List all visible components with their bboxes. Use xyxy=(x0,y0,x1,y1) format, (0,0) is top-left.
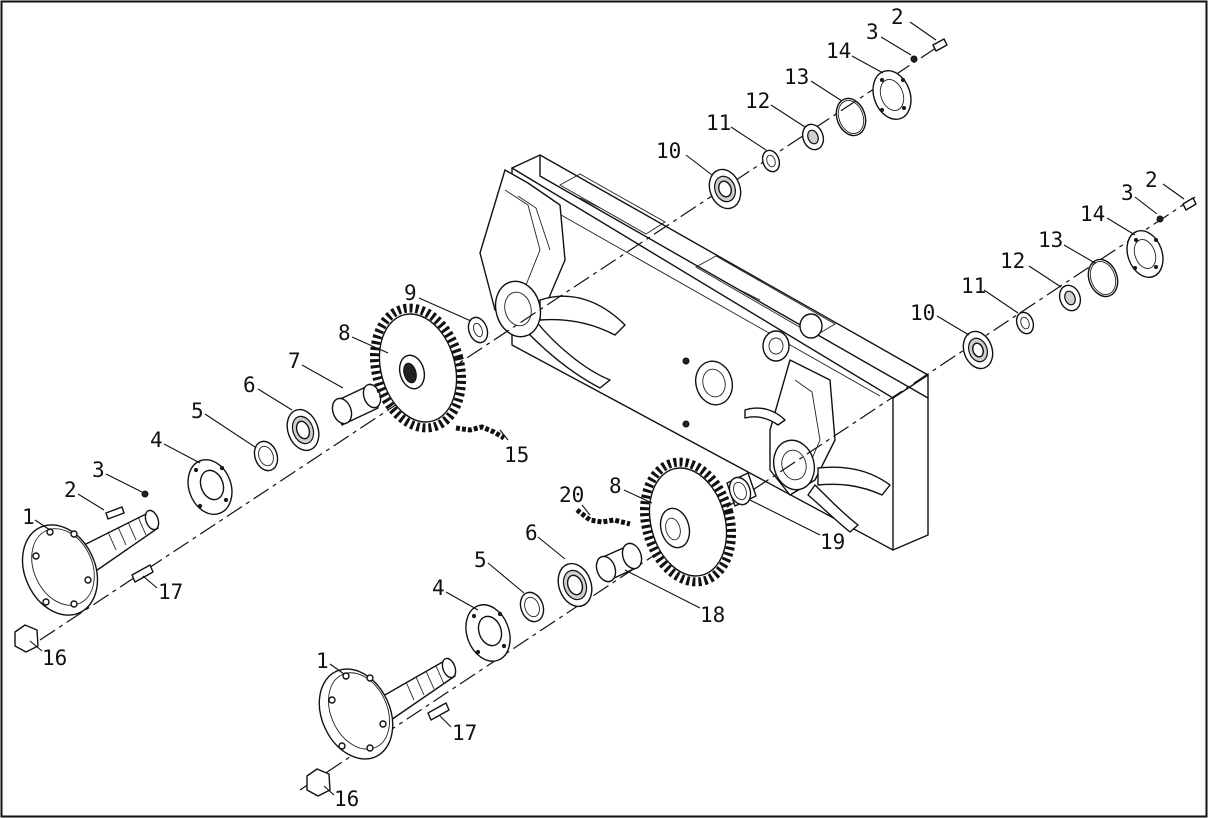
spacer-18 xyxy=(595,542,643,583)
bolt-2b xyxy=(932,38,948,52)
callout-numbers: 1 2 3 4 5 6 7 8 9 15 16 17 1 4 5 6 8 20 … xyxy=(22,5,1158,811)
callout-part-1: 1 xyxy=(316,649,329,673)
o-ring-13b xyxy=(1087,258,1119,298)
callout-part-11: 11 xyxy=(961,274,986,298)
callout-part-3: 3 xyxy=(92,458,105,482)
end-cap-14b xyxy=(1126,230,1164,278)
callout-part-3: 3 xyxy=(866,20,879,44)
washer-3c xyxy=(1156,215,1164,223)
bearing-10b xyxy=(962,330,994,370)
chaincase-housing xyxy=(479,154,929,551)
washer-3a xyxy=(141,490,149,498)
bearing-10a xyxy=(708,168,742,210)
callout-part-12: 12 xyxy=(1000,249,1025,273)
callout-part-2: 2 xyxy=(64,478,77,502)
lock-nut-12b xyxy=(1058,284,1082,312)
wheel-nut-16a xyxy=(14,624,39,653)
leader-lines xyxy=(29,21,1185,796)
bearing-6a xyxy=(286,408,320,452)
bearing-retainer-4b xyxy=(465,604,511,662)
bolt-2c xyxy=(1182,197,1197,211)
callout-part-6: 6 xyxy=(525,521,538,545)
spacer-19 xyxy=(726,472,757,507)
callout-part-2: 2 xyxy=(1145,168,1158,192)
callout-part-7: 7 xyxy=(288,349,301,373)
o-ring-13a xyxy=(835,97,867,137)
lock-washer-11b xyxy=(1015,311,1035,335)
end-cap-14a xyxy=(872,70,912,120)
callout-part-17: 17 xyxy=(158,580,183,604)
callout-part-13: 13 xyxy=(1038,228,1063,252)
thrust-washer-9 xyxy=(467,316,489,344)
sprocket-8a xyxy=(369,303,467,433)
axle-shaft-1b xyxy=(318,657,457,760)
assembly-axes xyxy=(39,41,1196,791)
seal-5b xyxy=(519,591,545,623)
callout-part-14: 14 xyxy=(1080,202,1105,226)
wheel-nut-16b xyxy=(306,768,331,797)
callout-part-6: 6 xyxy=(243,373,256,397)
callout-part-13: 13 xyxy=(784,65,809,89)
callout-part-4: 4 xyxy=(432,576,445,600)
callout-part-8: 8 xyxy=(338,321,351,345)
seal-5a xyxy=(253,440,279,472)
callout-part-3: 3 xyxy=(1121,181,1134,205)
lock-nut-12a xyxy=(801,123,825,151)
callout-part-5: 5 xyxy=(191,399,204,423)
callout-part-16: 16 xyxy=(42,646,67,670)
washer-3b xyxy=(910,55,918,63)
callout-part-5: 5 xyxy=(474,548,487,572)
wheel-stud-17b xyxy=(427,702,450,721)
callout-part-4: 4 xyxy=(150,428,163,452)
callout-part-19: 19 xyxy=(820,530,845,554)
wheel-stud-17a xyxy=(131,564,154,583)
sprocket-8b xyxy=(639,457,737,587)
callout-part-12: 12 xyxy=(745,89,770,113)
callout-part-11: 11 xyxy=(706,111,731,135)
callout-part-10: 10 xyxy=(910,301,935,325)
callout-part-16: 16 xyxy=(334,787,359,811)
axle-shaft-1a xyxy=(21,509,160,616)
drive-chain-15 xyxy=(455,424,506,441)
lock-washer-11a xyxy=(761,149,781,173)
bearing-6b xyxy=(557,562,593,608)
spacer-7 xyxy=(331,383,382,426)
callout-part-20: 20 xyxy=(559,483,584,507)
drive-chain-20 xyxy=(575,508,631,527)
callout-part-9: 9 xyxy=(404,281,417,305)
callout-part-1: 1 xyxy=(22,505,35,529)
bearing-retainer-4a xyxy=(187,459,233,515)
callout-part-10: 10 xyxy=(656,139,681,163)
bolt-2a xyxy=(105,506,125,520)
callout-part-14: 14 xyxy=(826,39,851,63)
callout-part-8: 8 xyxy=(609,474,622,498)
callout-part-18: 18 xyxy=(700,603,725,627)
callout-part-2: 2 xyxy=(891,5,904,29)
callout-part-17: 17 xyxy=(452,721,477,745)
callout-part-15: 15 xyxy=(504,443,529,467)
